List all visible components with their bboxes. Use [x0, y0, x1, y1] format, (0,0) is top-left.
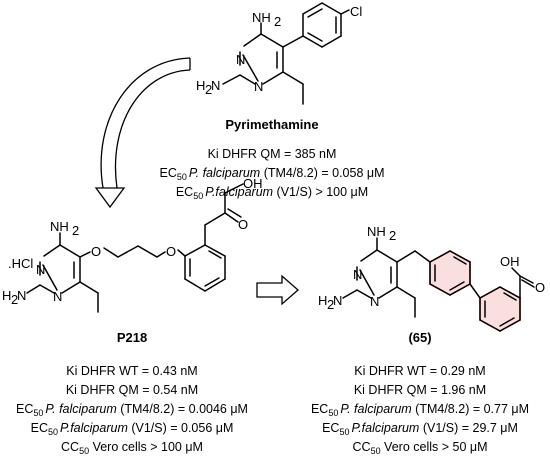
subscript-label: 2 — [72, 223, 79, 238]
amine-label: NH — [252, 10, 271, 25]
compound-name-65: (65) — [408, 330, 431, 345]
pyrimethamine-structure: NH 2 N N Cl H 2 N — [196, 2, 362, 105]
amine-label: H — [196, 78, 205, 93]
compound-name-p218: P218 — [117, 330, 147, 345]
p218-structure: .HCl N — [2, 176, 263, 313]
salt-label: .HCl — [8, 256, 33, 271]
nitrogen-label: N — [17, 288, 26, 303]
property-line: CC50 Vero cells > 100 μM — [61, 440, 203, 456]
compound-65-structure: NH 2 N N H 2 N OH O — [318, 224, 545, 332]
property-line: Ki DHFR WT = 0.29 nM — [354, 364, 485, 378]
amine-label: H — [2, 288, 11, 303]
subscript-label: 2 — [327, 297, 334, 312]
amine-label: H — [318, 293, 327, 308]
nitrogen-label: N — [333, 293, 342, 308]
nitrogen-label: N — [353, 267, 362, 282]
chlorine-label: Cl — [350, 4, 362, 19]
hydroxyl-label: OH — [243, 176, 263, 191]
property-line: Ki DHFR QM = 1.96 nM — [354, 383, 486, 397]
nitrogen-label: N — [211, 78, 220, 93]
nitrogen-label: N — [236, 52, 245, 67]
ether-oxygen-label: O — [91, 244, 101, 259]
amine-label: NH — [367, 224, 386, 239]
property-line: Ki DHFR WT = 0.43 nM — [66, 364, 197, 378]
nitrogen-label: N — [36, 262, 45, 277]
compound-name-pyrimethamine: Pyrimethamine — [225, 117, 318, 132]
property-line: CC50 Vero cells > 50 μM — [353, 440, 488, 456]
property-line: Ki DHFR QM = 385 nM — [208, 147, 337, 161]
carbonyl-oxygen-label: O — [238, 217, 248, 232]
ether-oxygen-label: O — [166, 244, 176, 259]
subscript-label: 2 — [274, 14, 281, 29]
subscript-label: 2 — [11, 292, 18, 307]
subscript-label: 2 — [205, 82, 212, 97]
nitrogen-label: N — [53, 289, 62, 304]
compound-65-properties: Ki DHFR WT = 0.29 nM Ki DHFR QM = 1.96 n… — [311, 364, 529, 456]
straight-arrow — [256, 274, 299, 306]
property-line: Ki DHFR QM = 0.54 nM — [66, 383, 198, 397]
nitrogen-label: N — [254, 79, 263, 94]
amine-label: NH — [50, 219, 69, 234]
p218-properties: Ki DHFR WT = 0.43 nM Ki DHFR QM = 0.54 n… — [16, 364, 248, 456]
hydroxyl-label: OH — [500, 254, 520, 269]
subscript-label: 2 — [389, 228, 396, 243]
nitrogen-label: N — [370, 294, 379, 309]
curved-arrow — [94, 57, 191, 209]
carbonyl-oxygen-label: O — [535, 280, 545, 295]
